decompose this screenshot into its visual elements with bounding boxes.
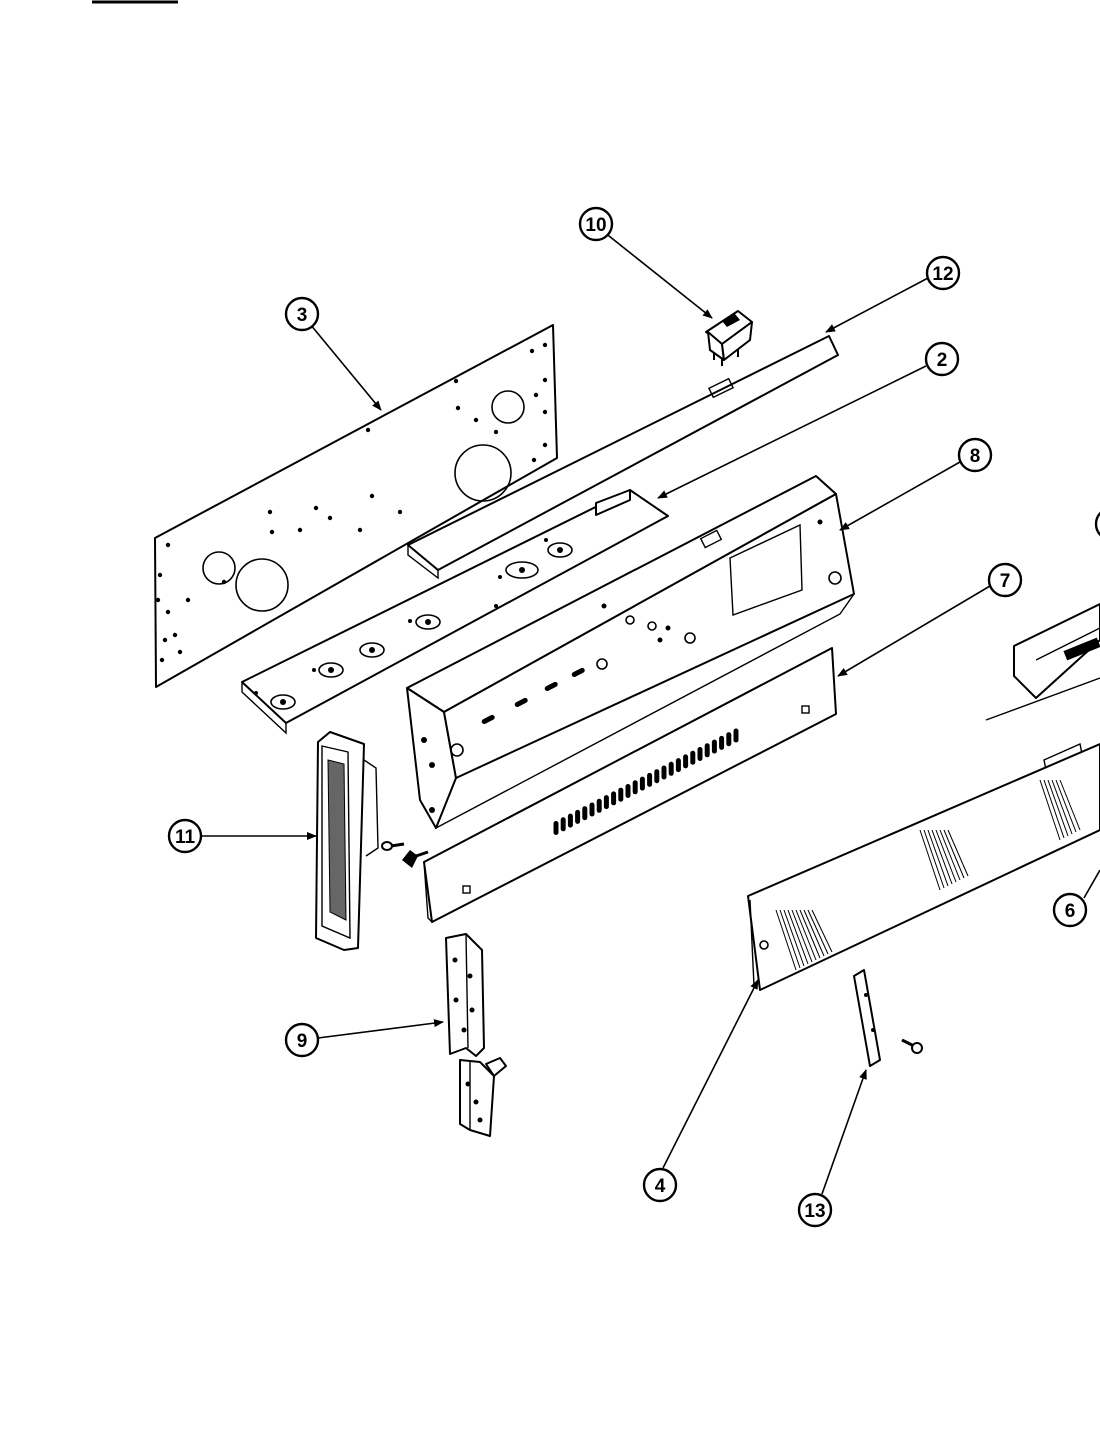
- part-top-trim-strip: [407, 335, 839, 580]
- part-rocker-switch: [705, 310, 753, 366]
- callout-4: 4: [642, 1167, 678, 1203]
- glass-reflection-line: [1059, 779, 1081, 831]
- glass-reflection-line: [783, 909, 805, 967]
- vent-slot: [618, 787, 624, 802]
- glass-reflection-line: [803, 909, 825, 957]
- vent-slot: [589, 802, 595, 817]
- part-screw-long: [901, 1038, 923, 1054]
- vent-slot: [603, 795, 609, 810]
- glass-reflection-line: [923, 829, 945, 889]
- vent-slot: [611, 791, 617, 806]
- part-control-rail: [241, 489, 669, 735]
- svg-text:13: 13: [804, 1201, 825, 1222]
- glass-reflection-line: [919, 829, 941, 891]
- vent-slot: [690, 750, 696, 765]
- callout-8: 8: [957, 437, 993, 473]
- glass-reflection-line: [807, 909, 829, 955]
- glass-reflection-line: [939, 829, 961, 881]
- vent-slot: [711, 739, 717, 754]
- part-control-housing: [406, 475, 855, 830]
- svg-text:6: 6: [1065, 901, 1076, 922]
- svg-text:3: 3: [297, 305, 308, 326]
- callout-12: 12: [925, 255, 961, 291]
- glass-reflection-line: [779, 909, 801, 969]
- glass-reflection-line: [791, 909, 813, 963]
- part-display-module: [985, 603, 1100, 771]
- vent-slot: [719, 735, 725, 750]
- glass-reflection-line: [795, 909, 817, 961]
- svg-text:11: 11: [175, 827, 196, 848]
- leader-lines: [200, 231, 1100, 1195]
- part-screw-knob: [402, 850, 429, 868]
- callout-11: 11: [167, 818, 203, 854]
- glass-reflection-line: [799, 909, 821, 959]
- vent-slot: [553, 821, 559, 835]
- vent-slot: [560, 817, 566, 832]
- svg-text:4: 4: [655, 1176, 666, 1197]
- vent-slot: [704, 743, 710, 758]
- svg-text:10: 10: [585, 215, 606, 236]
- part-small-strip: [853, 969, 881, 1067]
- callout-9: 9: [284, 1022, 320, 1058]
- part-screw-small: [381, 841, 405, 851]
- glass-reflection-line: [1047, 779, 1069, 837]
- vent-slot: [675, 758, 681, 773]
- vent-slot: [639, 776, 645, 791]
- callout-13: 13: [797, 1192, 833, 1228]
- vent-slot: [575, 809, 581, 824]
- callout-offscreen-edge: [1094, 511, 1100, 537]
- vent-slot: [733, 728, 739, 743]
- vent-slot: [726, 732, 732, 747]
- glass-reflection-line: [787, 909, 809, 965]
- vent-slot: [596, 798, 602, 813]
- callout-7: 7: [987, 562, 1023, 598]
- glass-reflection-line: [931, 829, 953, 885]
- part-glass-panel: [747, 743, 1100, 991]
- callout-6: 6: [1052, 892, 1088, 928]
- glass-reflection-line: [935, 829, 957, 883]
- glass-reflection-line: [947, 829, 969, 877]
- vent-slot: [567, 813, 573, 828]
- svg-text:12: 12: [932, 264, 953, 285]
- glass-reflection-line: [927, 829, 949, 887]
- vent-slot: [582, 806, 588, 821]
- vent-slot: [625, 784, 631, 798]
- svg-text:8: 8: [970, 446, 981, 467]
- callout-3: 3: [284, 296, 320, 332]
- svg-text:2: 2: [937, 350, 948, 371]
- vent-slot: [697, 747, 703, 761]
- vent-slot: [683, 754, 689, 769]
- svg-text:9: 9: [297, 1031, 308, 1052]
- glass-reflection-line: [1039, 779, 1061, 841]
- callout-2: 2: [924, 341, 960, 377]
- vent-slot: [654, 769, 660, 784]
- glass-reflection-line: [943, 829, 965, 879]
- vent-slot: [632, 780, 638, 795]
- part-rear-panel: [154, 324, 558, 688]
- part-front-vent-panel: [423, 647, 837, 923]
- callout-10: 10: [578, 206, 614, 242]
- part-end-cap: [315, 731, 379, 951]
- svg-text:7: 7: [1000, 571, 1011, 592]
- glass-reflection-line: [775, 909, 797, 971]
- vent-slot: [668, 761, 674, 776]
- vent-slot: [647, 772, 653, 787]
- glass-reflection-line: [1043, 779, 1065, 839]
- part-mounting-bracket: [445, 933, 507, 1137]
- glass-reflection-line: [1051, 779, 1073, 835]
- glass-reflection-line: [811, 909, 833, 953]
- glass-reflection-line: [1055, 779, 1077, 833]
- vent-slot: [661, 765, 667, 780]
